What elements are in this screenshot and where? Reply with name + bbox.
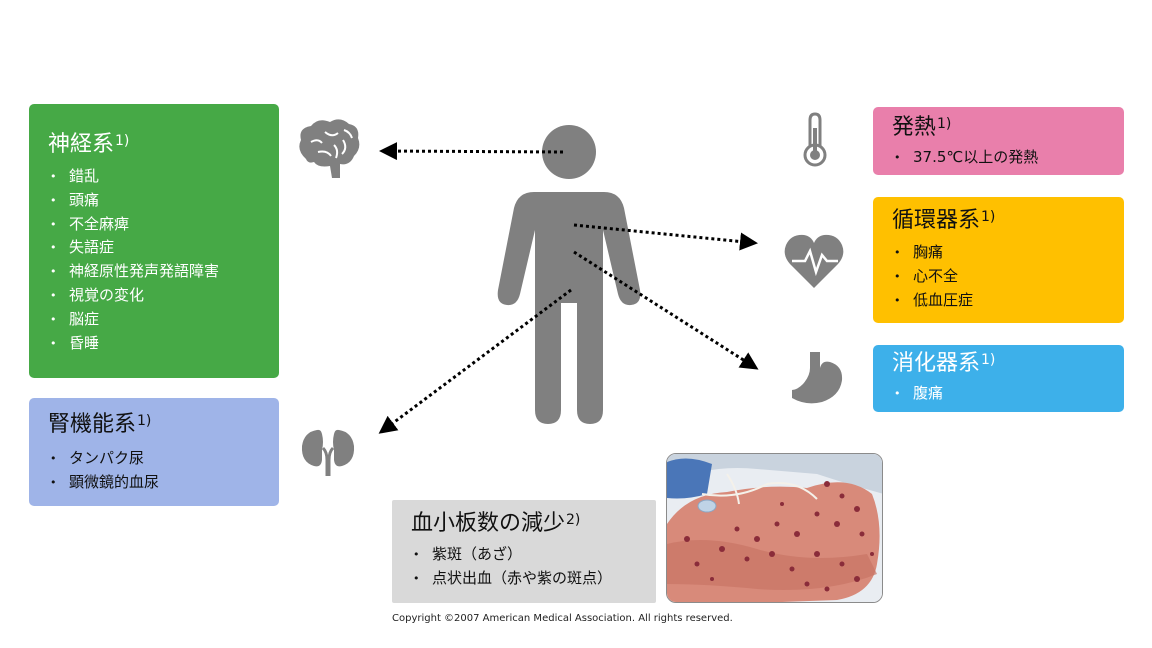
arrow-to-brain: [379, 142, 564, 161]
digestive-box: 消化器系1) 腹痛: [873, 345, 1124, 412]
list-item: 胸痛: [892, 241, 1124, 265]
list-item: 脳症: [48, 308, 279, 332]
list-item: 低血圧症: [892, 289, 1124, 313]
renal-title: 腎機能系1): [48, 412, 152, 437]
brain-icon: [299, 119, 360, 178]
digestive-title: 消化器系1): [892, 351, 996, 376]
fever-list: 37.5℃以上の発熱: [892, 146, 1124, 170]
list-item: 失語症: [48, 236, 279, 260]
neurological-box: 神経系1) 錯乱 頭痛 不全麻痺 失語症 神経原性発声発語障害 視覚の変化 脳症…: [29, 104, 279, 378]
list-item: 昏睡: [48, 332, 279, 356]
circulatory-box: 循環器系1) 胸痛 心不全 低血圧症: [873, 197, 1124, 323]
platelet-list: 紫斑（あざ） 点状出血（赤や紫の斑点）: [411, 543, 656, 591]
list-item: 37.5℃以上の発熱: [892, 146, 1124, 170]
list-item: 心不全: [892, 265, 1124, 289]
list-item: 不全麻痺: [48, 213, 279, 237]
list-item: 神経原性発声発語障害: [48, 260, 279, 284]
heart-pulse-icon: [784, 234, 844, 288]
arrows: [378, 142, 759, 434]
list-item: 錯乱: [48, 165, 279, 189]
list-item: 頭痛: [48, 189, 279, 213]
list-item: 視覚の変化: [48, 284, 279, 308]
platelet-box: 血小板数の減少2) 紫斑（あざ） 点状出血（赤や紫の斑点）: [392, 500, 656, 603]
circulatory-list: 胸痛 心不全 低血圧症: [892, 241, 1124, 312]
person-icon: [497, 125, 641, 424]
list-item: 腹痛: [892, 382, 1124, 406]
fever-title: 発熱1): [892, 115, 952, 140]
stomach-icon: [792, 352, 843, 404]
list-item: タンパク尿: [48, 447, 279, 471]
arrow-to-heart: [573, 223, 758, 251]
fever-box: 発熱1) 37.5℃以上の発熱: [873, 107, 1124, 175]
neurological-title: 神経系1): [48, 132, 130, 157]
neurological-list: 錯乱 頭痛 不全麻痺 失語症 神経原性発声発語障害 視覚の変化 脳症 昏睡: [48, 165, 279, 355]
platelet-title: 血小板数の減少2): [411, 511, 581, 536]
renal-list: タンパク尿 顕微鏡的血尿: [48, 447, 279, 495]
renal-box: 腎機能系1) タンパク尿 顕微鏡的血尿: [29, 398, 279, 506]
list-item: 点状出血（赤や紫の斑点）: [411, 567, 656, 591]
digestive-list: 腹痛: [892, 382, 1124, 406]
list-item: 顕微鏡的血尿: [48, 471, 279, 495]
kidneys-icon: [301, 429, 355, 476]
circulatory-title: 循環器系1): [892, 208, 996, 233]
copyright-text: Copyright ©2007 American Medical Associa…: [392, 613, 733, 624]
thermometer-icon: [803, 112, 827, 167]
purpura-photo: [666, 453, 883, 603]
list-item: 紫斑（あざ）: [411, 543, 656, 567]
